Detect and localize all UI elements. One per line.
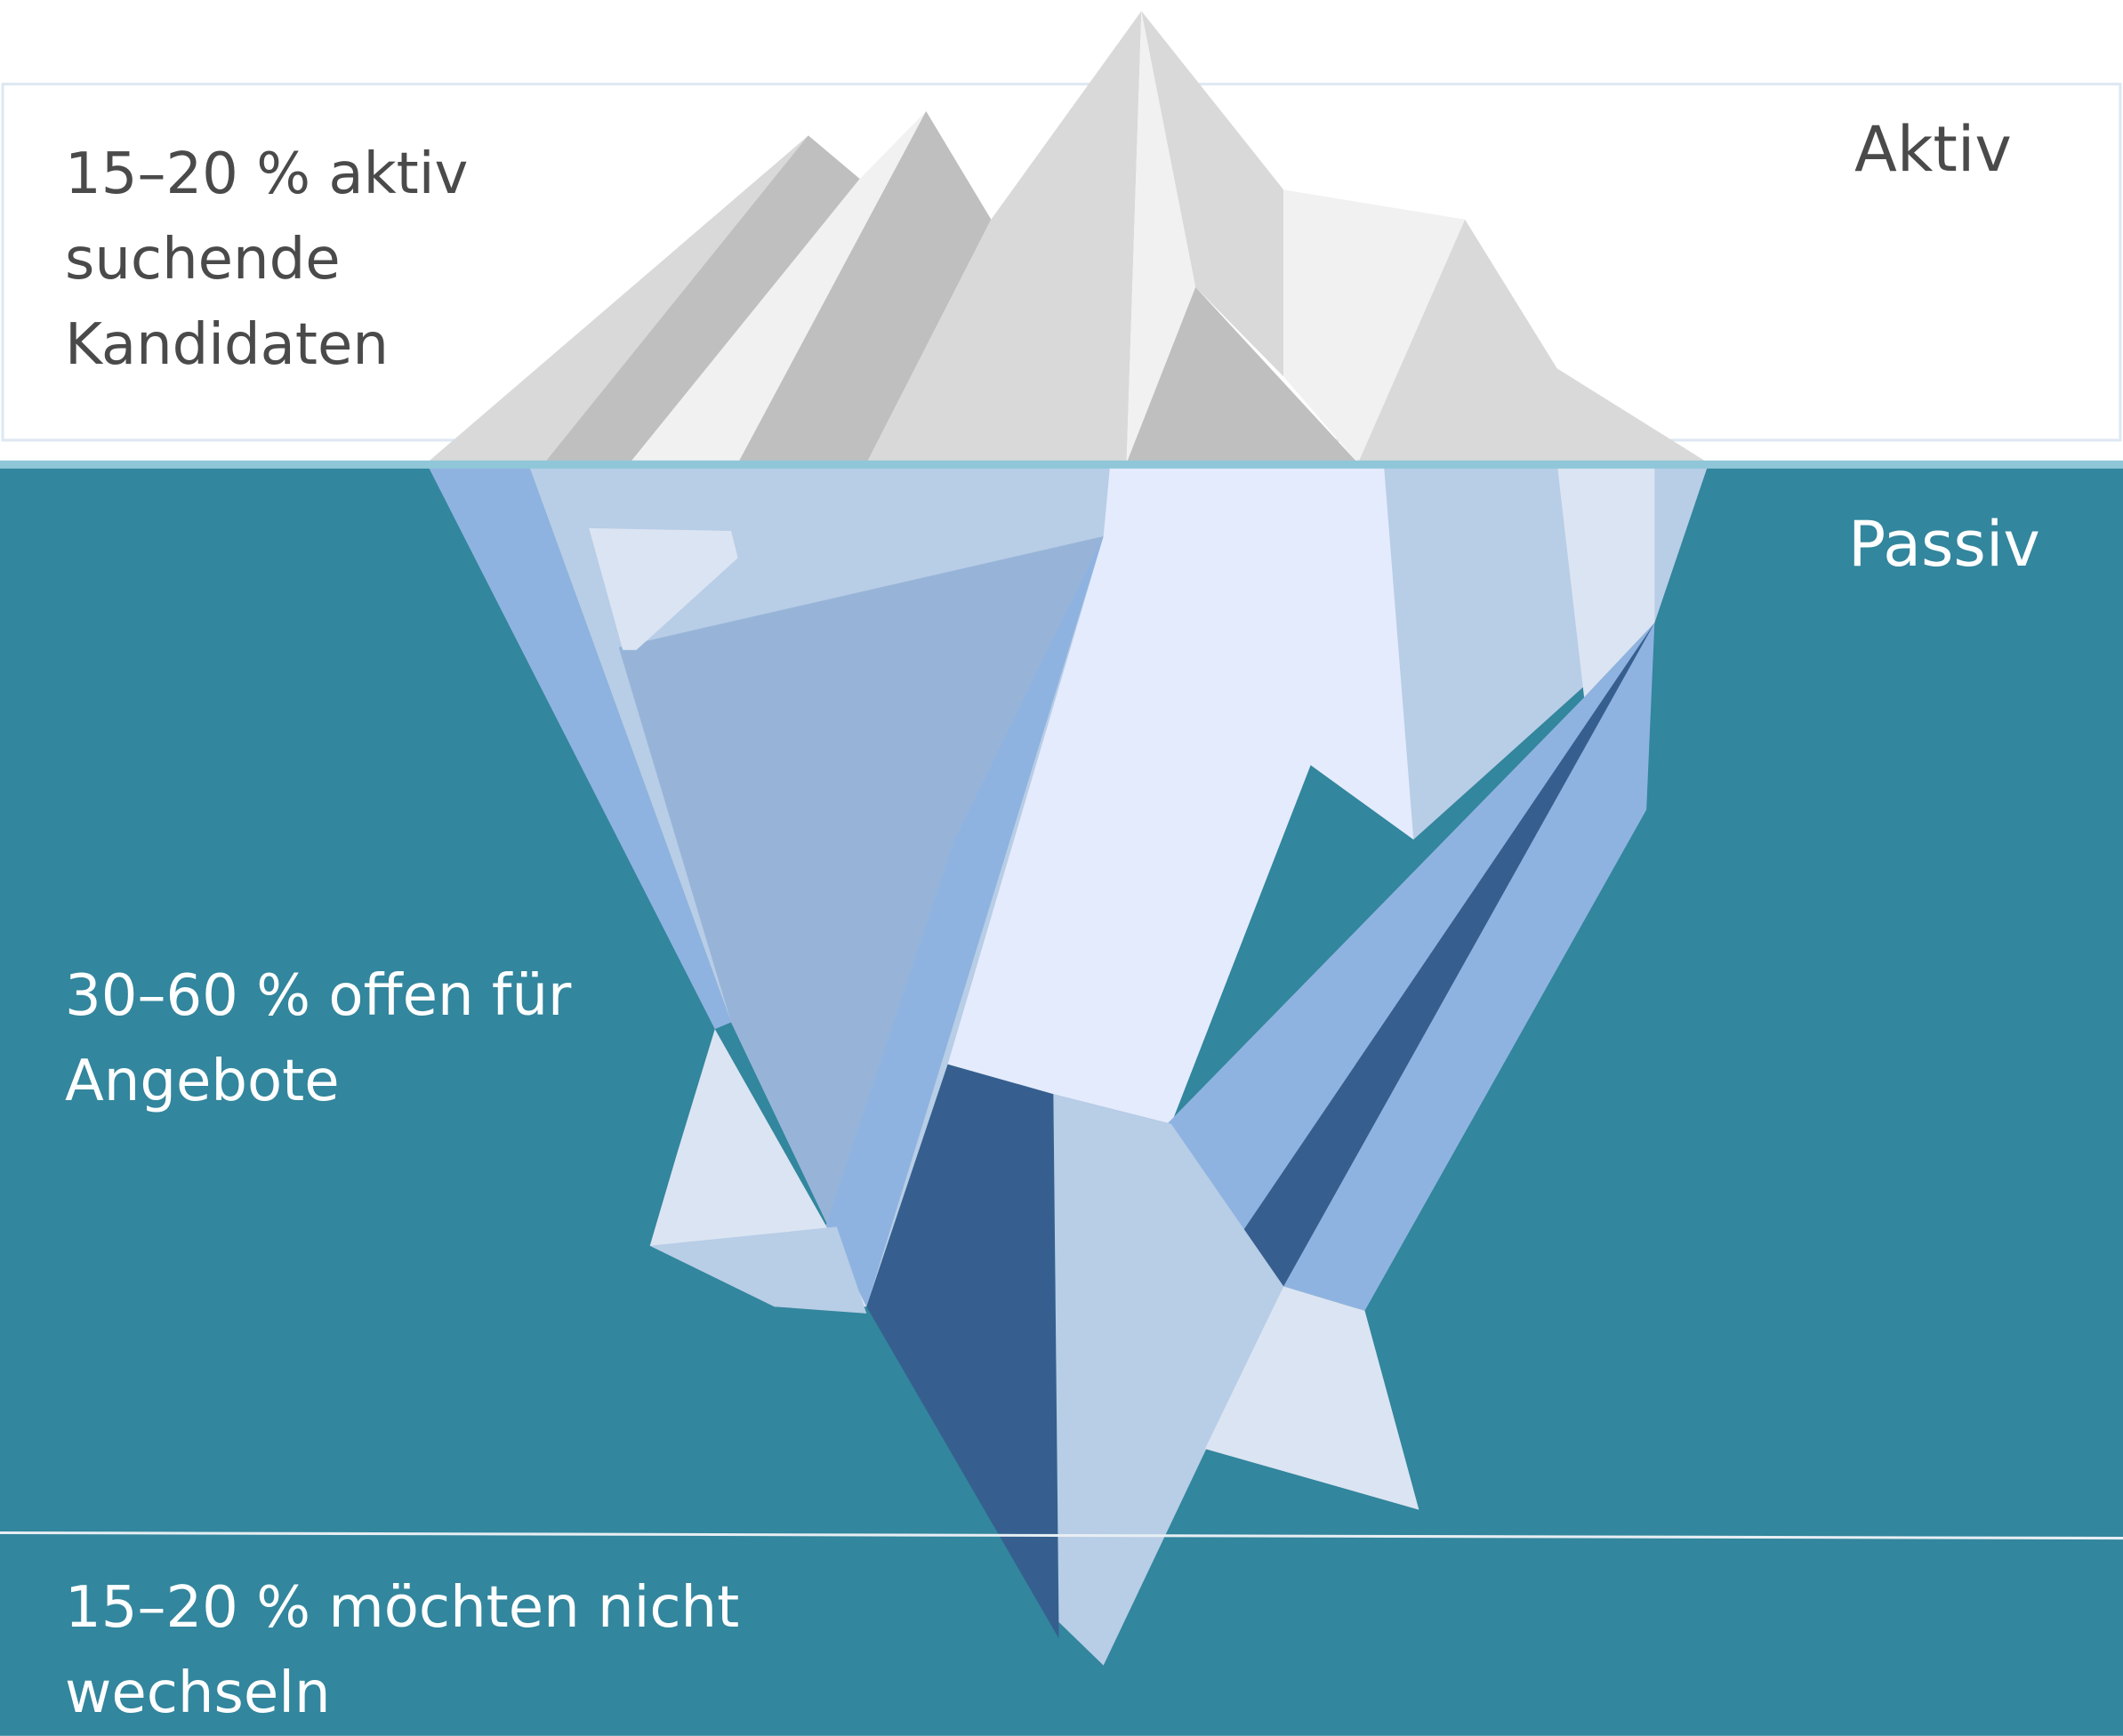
passive-tag: Passiv <box>1848 508 2040 581</box>
iceberg-tip <box>426 11 1709 463</box>
depth-divider <box>0 1531 2123 1540</box>
iceberg-underwater <box>426 462 1709 1666</box>
not-willing-text: 15–20 % möchten nicht wechseln <box>65 1575 740 1726</box>
active-tag: Aktiv <box>1854 113 2012 186</box>
active-candidates-text: 15–20 % aktiv suchende Kandidaten <box>65 141 469 378</box>
open-for-offers-text: 30–60 % offen für Angebote <box>65 963 572 1114</box>
